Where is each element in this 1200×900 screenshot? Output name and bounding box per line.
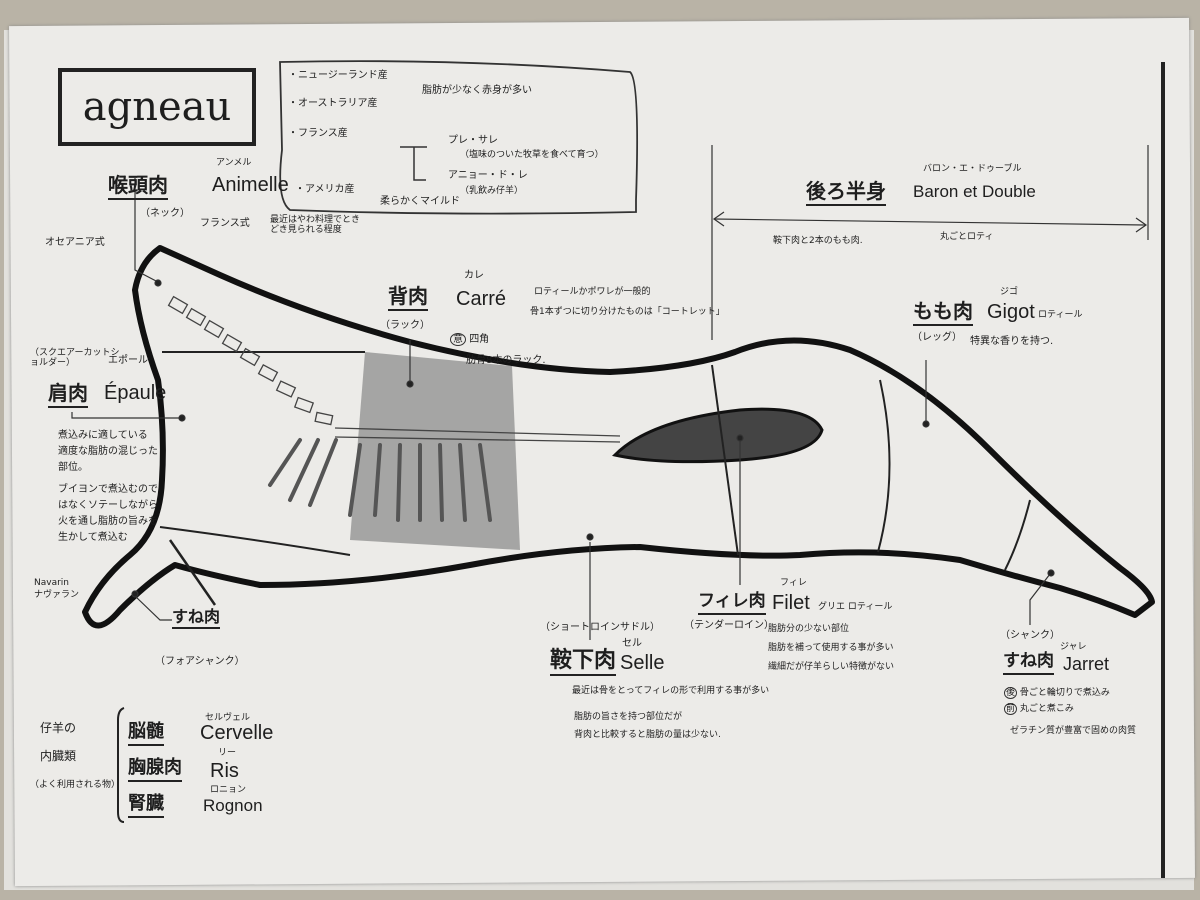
shoulder-note: 煮込みに適している <box>58 430 148 441</box>
neck-fr: Animelle <box>212 174 289 196</box>
neck-kana: アンメル <box>216 158 252 168</box>
title-agneau: agneau <box>58 68 256 146</box>
saddle-note: 脂肪の旨さを持つ部位だが <box>574 712 683 722</box>
rack-note2: ロティールかポワレが一般的 <box>534 287 651 297</box>
rack-note1: 肋骨8本のラック. <box>466 355 546 366</box>
baron-note1: 鞍下肉と2本のもも肉. <box>773 236 863 246</box>
shoulder-note: ブイヨンで煮込むのではなくソテーしながら <box>58 484 158 511</box>
shoulder-fr: Épaule <box>104 382 167 404</box>
shoulder-notes: 煮込みに適している 適度な脂肪の混じった 部位。 ブイヨンで煮込むのではなくソテ… <box>58 428 158 546</box>
baron-dimension-arrow <box>713 218 1147 226</box>
saddle-sub: （ショートロインサドル） <box>540 622 660 633</box>
agneau-de-lait-note: （乳飲み仔羊） <box>460 186 524 196</box>
shoulder-note: 部位。 <box>58 462 88 473</box>
offal-kana: ロニョン <box>210 785 247 795</box>
offal-jp: 胸腺肉 <box>128 757 182 782</box>
origin-us: ・アメリカ産 <box>295 184 355 195</box>
offal-jp: 脳髄 <box>128 721 164 746</box>
baron-kana: バロン・エ・ドゥーブル <box>923 164 1022 174</box>
gigot-kana: ジゴ <box>1000 287 1019 297</box>
origin-nzau-note: 脂肪が少なく赤身が多い <box>422 85 532 96</box>
filet-shape <box>612 407 824 464</box>
filet-sub: （テンダーロイン） <box>684 620 774 631</box>
neck-jp: 喉頭肉 <box>108 174 168 200</box>
saddle-note: 最近は骨をとってフィレの形で利用する事が多い <box>572 686 770 696</box>
navarin: Navarin <box>34 578 69 588</box>
rack-fr: Carré <box>456 288 507 310</box>
jarret-note: ゼラチン質が豊富で固めの肉質 <box>1010 726 1137 736</box>
gigot-fr: Gigot <box>987 301 1035 323</box>
saddle-fr: Selle <box>620 652 665 674</box>
saddle-kana: セル <box>622 638 642 649</box>
rack-kana: カレ <box>464 270 484 281</box>
jarret-back-text: 骨ごと輪切りで煮込み <box>1019 688 1110 698</box>
origin-us-note: 柔らかくマイルド <box>380 196 460 207</box>
shoulder-sub: （スクエアーカットショルダー） <box>30 348 120 369</box>
baron-fr: Baron et Double <box>913 182 1036 201</box>
pre-sale-note: （塩味のついた牧草を食べて育つ） <box>460 150 604 160</box>
filet-fr: Filet <box>772 592 810 614</box>
jarret-front: 前 丸ごと煮こみ <box>1004 703 1074 715</box>
pre-sale: プレ・サレ <box>448 135 498 146</box>
rack-jp: 背肉 <box>388 285 428 311</box>
offal-kana: リー <box>218 748 237 758</box>
offal-fr: Rognon <box>203 796 263 815</box>
offal-fr: Cervelle <box>200 722 274 744</box>
shoulder-note: 適度な脂肪の混じった <box>58 446 158 457</box>
ribs <box>268 438 492 522</box>
gigot-sub: （レッグ） <box>912 332 962 343</box>
agneau-de-lait: アニョー・ド・レ <box>448 170 528 181</box>
filet-kana: フィレ <box>780 578 807 588</box>
shoulder-jp: 肩肉 <box>48 382 88 408</box>
rack-meaning-text: 四角 <box>469 334 490 345</box>
foreshank-sub: （フォアシャンク） <box>155 656 245 667</box>
meaning-mark: 意 <box>450 333 466 346</box>
navarin-kana: ナヴァラン <box>34 590 80 600</box>
origin-fr: ・フランス産 <box>288 128 348 139</box>
gigot-cook: ロティール <box>1038 310 1083 320</box>
shoulder-kana: エポール <box>108 355 148 366</box>
vertebrae <box>167 295 621 443</box>
neck-sub: （ネック） <box>140 208 190 219</box>
jarret-front-text: 丸ごと煮こみ <box>1019 704 1074 714</box>
origin-bracket <box>400 146 427 181</box>
rack-note3: 骨1本ずつに切り分けたものは「コートレット」 <box>530 307 725 317</box>
baron-note2: 丸ごとロティ <box>940 232 994 242</box>
foreshank-jp: すね肉 <box>172 607 221 630</box>
saddle-jp: 鞍下肉 <box>550 648 617 677</box>
gigot-jp: もも肉 <box>913 300 973 326</box>
jarret-jp: すね肉 <box>1003 651 1054 675</box>
back-mark: 後 <box>1004 687 1018 699</box>
rack-shading <box>350 352 520 550</box>
filet-note: 脂肪を補って使用する事が多い <box>768 643 894 653</box>
jarret-back: 後 骨ごと輪切りで煮込み <box>1004 687 1110 699</box>
filet-note: 脂肪分の少ない部位 <box>768 624 850 634</box>
neck-oceania: オセアニア式 <box>45 237 105 248</box>
filet-cook: グリエ ロティール <box>818 602 893 612</box>
origin-nz: ・ニュージーランド産 <box>288 70 388 81</box>
filet-jp: フィレ肉 <box>698 591 766 615</box>
rack-meaning: 意 四角 <box>450 333 490 346</box>
origin-box <box>279 60 639 215</box>
baron-jp: 後ろ半身 <box>806 180 886 206</box>
rack-sub: （ラック） <box>380 320 430 331</box>
gigot-note: 特異な香りを持つ. <box>970 336 1054 347</box>
neck-note: 最近はやわ料理でときどき見られる程度 <box>270 215 361 236</box>
offal-fr: Ris <box>210 760 239 782</box>
saddle-note: 背肉と比較すると脂肪の量は少ない. <box>574 730 721 740</box>
neck-france: フランス式 <box>200 218 250 229</box>
filet-note: 繊細だが仔羊らしい特徴がない <box>768 662 895 672</box>
offal-kana: セルヴェル <box>205 713 251 723</box>
lamb-outline <box>82 245 1155 629</box>
shoulder-note: 火を通し脂肪の旨みを生かして煮込む <box>58 516 158 543</box>
jarret-sub: （シャンク） <box>1000 630 1060 641</box>
jarret-fr: Jarret <box>1063 654 1110 674</box>
offal-heading3: （よく利用される物） <box>30 780 121 790</box>
offal-heading2: 内臓類 <box>40 749 77 763</box>
jarret-kana: ジャレ <box>1060 642 1087 652</box>
origin-au: ・オーストラリア産 <box>288 98 378 109</box>
front-mark: 前 <box>1004 703 1018 715</box>
offal-heading1: 仔羊の <box>40 721 77 735</box>
offal-jp: 腎臓 <box>128 793 164 818</box>
